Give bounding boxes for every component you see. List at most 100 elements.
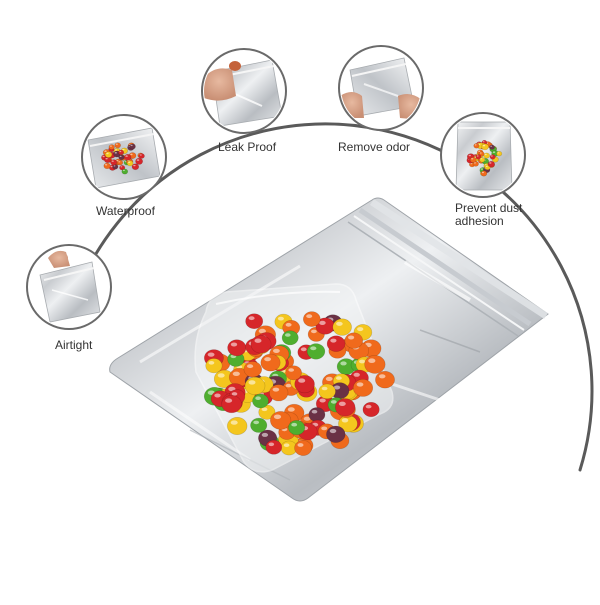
mini-candy-highlight — [130, 144, 133, 147]
mini-candy — [104, 151, 113, 158]
leak-proof-label: Leak Proof — [218, 140, 277, 154]
candy-highlight — [277, 316, 284, 321]
candy-highlight — [378, 374, 386, 379]
candy-highlight — [248, 316, 255, 321]
candy — [265, 439, 283, 455]
candy-highlight — [340, 361, 347, 366]
mini-candy — [480, 170, 488, 177]
mini-candy — [138, 153, 145, 159]
candy-highlight — [311, 409, 318, 414]
mini-candy-highlight — [136, 159, 140, 161]
candy — [221, 395, 242, 414]
candy — [332, 318, 352, 336]
mini-candy-highlight — [480, 158, 483, 160]
mini-candy-highlight — [480, 168, 483, 170]
candy — [306, 343, 326, 360]
candy-highlight — [321, 386, 328, 391]
candy-highlight — [365, 404, 372, 409]
candy-highlight — [311, 329, 317, 334]
candy-highlight — [272, 387, 280, 392]
leak-proof-icon — [201, 48, 287, 134]
candy-highlight — [268, 442, 275, 447]
candy-highlight — [291, 422, 298, 427]
candy-highlight — [258, 328, 266, 334]
candy — [302, 311, 321, 327]
candy — [205, 358, 223, 374]
candy-highlight — [310, 346, 317, 351]
candy — [269, 384, 289, 402]
airtight-icon — [26, 244, 112, 330]
mini-candy-highlight — [114, 149, 118, 151]
mini-candy-highlight — [484, 153, 487, 156]
candy-highlight — [285, 383, 292, 388]
mini-candy-highlight — [114, 152, 118, 154]
main-bag — [109, 197, 549, 502]
mini-candy-highlight — [105, 158, 108, 160]
mini-candy-highlight — [115, 143, 118, 145]
mini-candy-highlight — [482, 144, 486, 147]
candy — [260, 353, 281, 372]
mini-candy — [135, 157, 143, 165]
waterproof-label: Waterproof — [96, 204, 155, 218]
mini-candy-highlight — [133, 164, 136, 167]
candy — [326, 335, 346, 352]
candy — [244, 376, 266, 396]
candy-highlight — [353, 372, 360, 377]
candy-highlight — [319, 398, 326, 403]
mini-candy-highlight — [119, 155, 122, 157]
candy-highlight — [303, 416, 311, 421]
candy-highlight — [253, 420, 260, 425]
candy-highlight — [283, 443, 290, 448]
mini-candy — [489, 154, 496, 160]
candy-highlight — [357, 327, 364, 332]
mini-candy — [117, 160, 124, 166]
candy-highlight — [330, 400, 337, 404]
mini-candy-highlight — [468, 154, 471, 157]
candy — [243, 361, 263, 378]
mini-candy-highlight — [492, 151, 496, 153]
candy-highlight — [297, 443, 304, 447]
mini-candy — [118, 149, 125, 156]
mini-candy-highlight — [497, 152, 500, 154]
candy-highlight — [207, 352, 215, 357]
mini-candy-highlight — [122, 169, 125, 172]
candy — [227, 339, 247, 357]
mini-candy — [473, 143, 480, 149]
candy-highlight — [248, 380, 256, 385]
mini-candy-highlight — [125, 155, 128, 157]
candy-highlight — [348, 335, 355, 340]
prevent-dust-label: Prevent dust adhesion — [455, 202, 565, 228]
candy — [250, 335, 272, 354]
candy — [245, 313, 264, 330]
mini-candy — [481, 143, 489, 151]
candy — [318, 383, 336, 400]
mini-candy — [489, 144, 495, 150]
candy-highlight — [325, 376, 333, 381]
candy-highlight — [285, 322, 292, 327]
mini-candy-highlight — [116, 160, 119, 162]
prevent-dust-label-line-1: Prevent dust — [455, 201, 523, 215]
candy-highlight — [356, 382, 364, 387]
mini-candy-highlight — [104, 164, 108, 166]
candy-highlight — [336, 376, 342, 380]
candy-highlight — [232, 371, 240, 376]
mini-candy-highlight — [139, 154, 142, 156]
candy — [294, 440, 313, 456]
candy-highlight — [333, 385, 341, 390]
mini-candy-highlight — [120, 166, 123, 168]
mini-candy-highlight — [122, 148, 125, 151]
mini-candy-highlight — [481, 171, 484, 174]
mini-candy — [110, 159, 118, 166]
prevent-dust-icon — [440, 112, 526, 198]
candy-highlight — [255, 396, 261, 401]
candy-highlight — [336, 321, 343, 326]
candy-highlight — [300, 347, 307, 352]
remove-odor-label: Remove odor — [338, 140, 411, 154]
candy — [344, 332, 363, 349]
candy-highlight — [228, 386, 236, 392]
candy-highlight — [288, 368, 295, 372]
candy — [352, 378, 374, 397]
mini-candy — [487, 161, 495, 168]
